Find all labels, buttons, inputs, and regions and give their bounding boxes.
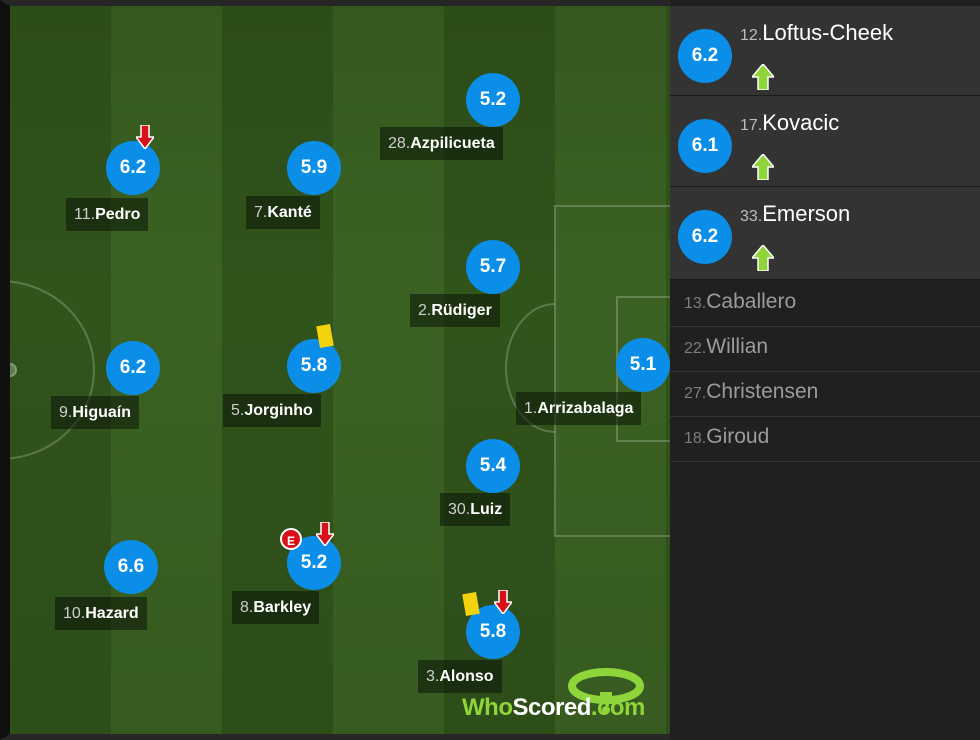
- bench-player-row[interactable]: 13.Caballero: [670, 282, 980, 327]
- player-name-label: 7.Kanté: [246, 196, 320, 229]
- sub-off-arrow-icon: [494, 590, 512, 614]
- sub-in-arrow-icon: [752, 64, 774, 90]
- sub-off-arrow-icon: [316, 522, 334, 546]
- substitute-row[interactable]: 6.2 33.Emerson: [670, 187, 980, 280]
- yellow-card-icon: [316, 323, 334, 349]
- sub-in-arrow-icon: [752, 245, 774, 271]
- rating-badge: 6.2: [106, 341, 160, 395]
- center-spot: [3, 363, 17, 377]
- sub-off-arrow-icon: [136, 125, 154, 149]
- player-name-label: 8.Barkley: [232, 591, 320, 624]
- rating-badge: 5.9: [287, 141, 341, 195]
- player-name-label: 2.Rüdiger: [410, 294, 500, 327]
- rating-badge: 6.2: [106, 141, 160, 195]
- rating-badge: 5.4: [466, 439, 520, 493]
- bench-player-row[interactable]: 27.Christensen: [670, 372, 980, 417]
- rating-badge: 5.7: [466, 240, 520, 294]
- error-badge-icon: E: [280, 528, 302, 550]
- yellow-card-icon: [462, 591, 480, 617]
- rating-badge: 5.8: [287, 339, 341, 393]
- player-name-label: 5.Jorginho: [223, 394, 321, 427]
- player-name-label: 10.Hazard: [55, 597, 147, 630]
- sub-in-arrow-icon: [752, 154, 774, 180]
- substitute-name: 17.Kovacic: [740, 110, 840, 135]
- player-name-label: 3.Alonso: [418, 660, 502, 693]
- rating-badge: 6.2: [678, 210, 732, 264]
- rating-badge: 6.6: [104, 540, 158, 594]
- rating-badge: 5.2: [466, 73, 520, 127]
- whoscored-watermark: WhoScored.com: [462, 668, 662, 728]
- player-name-label: 11.Pedro: [66, 198, 149, 231]
- substitutes-panel: 6.2 12.Loftus-Cheek 6.1 17.Kovacic 6.2 3…: [670, 0, 980, 740]
- rating-badge: 5.1: [616, 338, 670, 392]
- rating-badge: 6.1: [678, 119, 732, 173]
- rating-badge: 5.2: [287, 536, 341, 590]
- question-mark-logo-icon: [568, 668, 644, 714]
- substitute-name: 12.Loftus-Cheek: [740, 20, 894, 45]
- player-name-label: 1.Arrizabalaga: [516, 392, 642, 425]
- pitch: 6.2 11.Pedro 5.9 7.Kanté 5.2 28.Azpilicu…: [0, 0, 670, 740]
- rating-badge: 6.2: [678, 29, 732, 83]
- player-name-label: 30.Luiz: [440, 493, 511, 526]
- player-name-label: 28.Azpilicueta: [380, 127, 503, 160]
- bench-player-row[interactable]: 18.Giroud: [670, 417, 980, 462]
- substitute-row[interactable]: 6.2 12.Loftus-Cheek: [670, 6, 980, 96]
- substitute-row[interactable]: 6.1 17.Kovacic: [670, 96, 980, 187]
- substitute-name: 33.Emerson: [740, 201, 851, 226]
- penalty-area: [554, 205, 670, 537]
- watermark-text: WhoScored.com: [462, 694, 645, 721]
- bench-player-row[interactable]: 22.Willian: [670, 327, 980, 372]
- player-name-label: 9.Higuaín: [51, 396, 140, 429]
